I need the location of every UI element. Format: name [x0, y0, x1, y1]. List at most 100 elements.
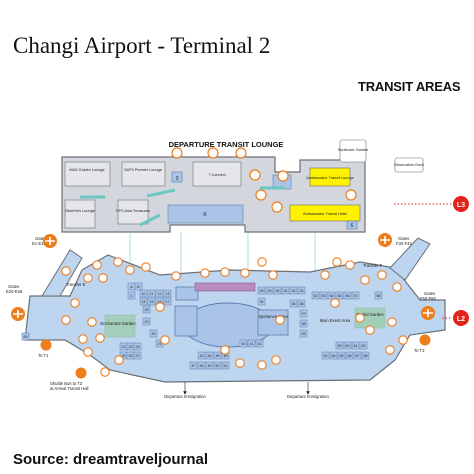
facility-icon[interactable] [83, 347, 93, 357]
facility-icon[interactable] [95, 333, 105, 343]
facility-icon[interactable] [240, 268, 250, 278]
facility-icon[interactable] [61, 315, 71, 325]
shop-unit[interactable] [374, 291, 383, 300]
shop-unit[interactable] [335, 341, 344, 350]
silverkris-lounge[interactable] [64, 199, 96, 229]
shop-unit[interactable] [221, 361, 230, 370]
facility-icon[interactable] [275, 315, 285, 325]
shop-unit[interactable] [163, 297, 172, 306]
shop-unit[interactable] [147, 297, 156, 306]
shop-unit[interactable] [205, 361, 214, 370]
shop-unit[interactable] [351, 291, 360, 300]
shop-unit[interactable] [197, 361, 206, 370]
shop-unit[interactable] [239, 339, 248, 348]
shop-unit[interactable] [134, 282, 143, 291]
facility-icon[interactable] [377, 270, 387, 280]
facility-icon[interactable] [392, 282, 402, 292]
facility-icon[interactable] [332, 257, 342, 267]
facility-icon[interactable] [70, 298, 80, 308]
shop-unit[interactable] [343, 291, 352, 300]
facility-icon[interactable] [320, 270, 330, 280]
ambassador-transit-hotel[interactable] [289, 204, 361, 222]
facility-icon[interactable] [83, 273, 93, 283]
facility-icon[interactable] [271, 355, 281, 365]
shop-unit[interactable] [345, 351, 354, 360]
shop-unit[interactable] [297, 286, 306, 295]
shop-unit[interactable] [321, 351, 330, 360]
facility-icon[interactable] [398, 335, 408, 345]
shop-unit[interactable] [133, 342, 142, 351]
shop-unit[interactable] [353, 351, 362, 360]
shop-unit[interactable] [327, 291, 336, 300]
shop-unit[interactable] [359, 341, 368, 350]
facility-icon[interactable] [220, 267, 230, 277]
facility-icon[interactable] [235, 358, 245, 368]
shop-unit[interactable] [127, 291, 136, 300]
shop-unit[interactable] [139, 289, 148, 298]
shop-unit[interactable] [299, 309, 308, 318]
shop-unit[interactable] [139, 297, 148, 306]
shop-unit[interactable] [155, 289, 164, 298]
shop-unit[interactable] [351, 341, 360, 350]
shop-unit[interactable] [257, 297, 266, 306]
shop-unit[interactable] [343, 341, 352, 350]
shop-unit[interactable] [273, 286, 282, 295]
shop-unit[interactable] [281, 286, 290, 295]
facility-icon[interactable] [100, 367, 110, 377]
facility-icon[interactable] [345, 260, 355, 270]
facility-icon[interactable] [78, 334, 88, 344]
shop-unit[interactable] [213, 361, 222, 370]
facility-icon[interactable] [355, 313, 365, 323]
facility-icon[interactable] [141, 262, 151, 272]
shop-unit[interactable] [329, 351, 338, 360]
unit-6[interactable] [346, 220, 358, 230]
facility-icon[interactable] [92, 260, 102, 270]
sats-premier-lounge[interactable] [121, 161, 166, 187]
shop-unit[interactable] [213, 351, 222, 360]
facility-icon[interactable] [257, 257, 267, 267]
unit-3[interactable] [171, 171, 183, 183]
shop-unit[interactable] [299, 329, 308, 338]
dfs-asia-treasures[interactable] [117, 199, 149, 225]
facility-icon[interactable] [385, 345, 395, 355]
unit-36[interactable] [175, 286, 199, 301]
facility-icon[interactable] [113, 257, 123, 267]
facility-icon[interactable] [114, 355, 124, 365]
shop-unit[interactable] [255, 339, 264, 348]
shop-unit[interactable] [319, 291, 328, 300]
shop-unit[interactable] [163, 289, 172, 298]
facility-icon[interactable] [360, 275, 370, 285]
facility-icon[interactable] [330, 298, 340, 308]
unit-k[interactable] [167, 204, 244, 224]
connect-store[interactable] [192, 161, 242, 187]
shop-unit[interactable] [297, 299, 306, 308]
shop-unit[interactable] [147, 289, 156, 298]
ambassador-transit-lounge[interactable] [309, 167, 351, 187]
shop-unit[interactable] [149, 329, 158, 338]
shop-unit[interactable] [299, 319, 308, 328]
shop-unit[interactable] [142, 317, 151, 326]
facility-icon[interactable] [387, 317, 397, 327]
shop-unit[interactable] [311, 291, 320, 300]
shop-unit[interactable] [361, 351, 370, 360]
shop-unit[interactable] [205, 351, 214, 360]
shop-unit[interactable] [21, 332, 30, 341]
unit-35[interactable] [174, 305, 198, 337]
facility-icon[interactable] [125, 265, 135, 275]
facility-icon[interactable] [61, 266, 71, 276]
shop-unit[interactable] [257, 286, 266, 295]
facility-icon[interactable] [200, 268, 210, 278]
shop-unit[interactable] [289, 286, 298, 295]
shop-unit[interactable] [289, 299, 298, 308]
facility-icon[interactable] [268, 270, 278, 280]
enchanted-garden[interactable] [104, 314, 136, 338]
mas-golden-lounge[interactable] [64, 161, 111, 187]
shop-unit[interactable] [247, 339, 256, 348]
facility-icon[interactable] [171, 271, 181, 281]
shop-unit[interactable] [335, 291, 344, 300]
shop-unit[interactable] [133, 351, 142, 360]
shop-unit[interactable] [265, 286, 274, 295]
shop-unit[interactable] [197, 351, 206, 360]
facility-icon[interactable] [160, 335, 170, 345]
facility-icon[interactable] [220, 345, 230, 355]
